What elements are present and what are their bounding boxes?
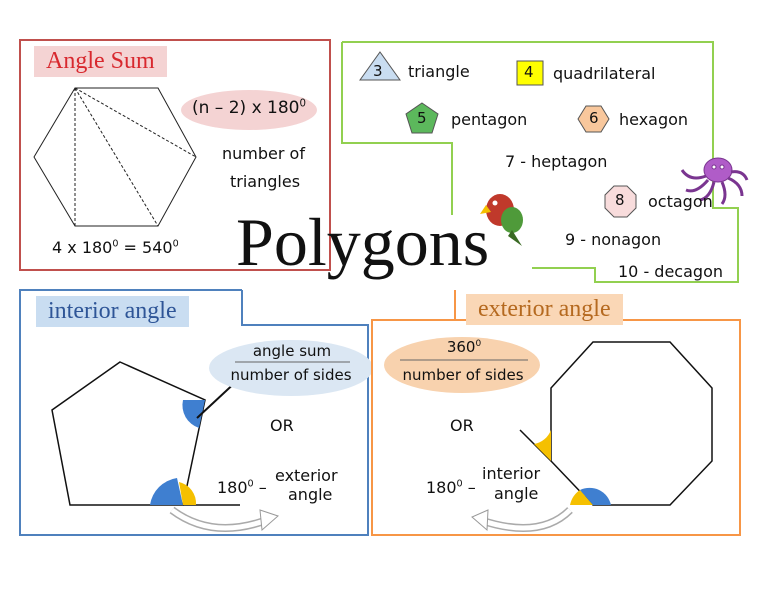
exterior-angle-arc-bottom <box>570 490 593 505</box>
names-frame-left <box>341 42 453 215</box>
exterior-alt-line2: angle <box>494 484 539 503</box>
angle-sum-example: 4 x 1800 = 5400 <box>52 238 179 257</box>
hexagon-number: 6 <box>589 109 599 127</box>
interior-angle-arc <box>580 487 611 505</box>
triangle-number: 3 <box>373 62 383 80</box>
formula-bubble <box>181 90 317 130</box>
interior-angle-arc-bottom <box>150 478 183 505</box>
hexagon-badge <box>577 105 610 133</box>
interior-numerator: angle sum <box>252 342 332 360</box>
exterior-angle-arc <box>179 482 197 505</box>
quadrilateral-number: 4 <box>524 63 534 81</box>
angle-sum-frame <box>205 39 331 271</box>
pentagon-number: 5 <box>417 109 427 127</box>
octagon-badge <box>604 185 637 218</box>
pentagon-badge <box>405 102 439 134</box>
interior-angle-arc <box>182 400 205 428</box>
angle-sum-caption-line2: triangles <box>230 172 301 191</box>
hexagon-shape <box>33 87 197 227</box>
interior-alt-line2: angle <box>288 485 333 504</box>
quadrilateral-badge <box>516 60 544 86</box>
octagon-label: octagon <box>648 192 713 211</box>
triangle-badge <box>359 51 401 81</box>
arrow-head <box>259 509 279 532</box>
parrot-icon <box>480 194 523 246</box>
exterior-numerator: 3600 <box>446 338 482 356</box>
exterior-frame <box>371 290 741 536</box>
octagon-shape <box>550 341 713 506</box>
exterior-alt-formula: 1800 – <box>426 478 476 497</box>
exterior-bubble <box>384 337 540 393</box>
angle-sum-heading: Angle Sum <box>34 46 167 77</box>
octopus-icon <box>680 157 749 205</box>
interior-frame <box>19 289 369 536</box>
interior-alt-line1: exterior <box>275 466 338 485</box>
angle-sum-formula: (n – 2) x 1800 <box>192 98 306 118</box>
decagon-label: 10 - decagon <box>618 262 723 281</box>
exterior-or: OR <box>450 416 474 435</box>
exterior-heading: exterior angle <box>466 294 623 325</box>
exterior-alt-line1: interior <box>482 464 541 483</box>
page-title: Polygons <box>236 204 490 280</box>
interior-denominator: number of sides <box>230 366 352 384</box>
exterior-angle-arc <box>534 430 551 461</box>
angle-sum-caption-line1: number of <box>222 144 305 163</box>
angle-sum-frame-left <box>19 39 215 271</box>
diagonal-line <box>74 87 159 227</box>
interior-or: OR <box>270 416 294 435</box>
pentagon-label: pentagon <box>451 110 528 129</box>
quadrilateral-label: quadrilateral <box>553 64 656 83</box>
triangle-label: triangle <box>408 62 470 81</box>
octagon-number: 8 <box>615 191 625 209</box>
nonagon-label: 9 - nonagon <box>565 230 662 249</box>
pentagon-shape <box>51 361 206 506</box>
diagonal-line <box>74 87 197 158</box>
names-frame <box>342 41 739 283</box>
interior-bubble <box>209 340 373 396</box>
interior-heading: interior angle <box>36 296 189 327</box>
heptagon-label: 7 - heptagon <box>505 152 608 171</box>
interior-alt-formula: 1800 – <box>217 478 267 497</box>
hexagon-label: hexagon <box>619 110 689 129</box>
exterior-denominator: number of sides <box>402 366 524 384</box>
arrow-head <box>471 509 489 532</box>
